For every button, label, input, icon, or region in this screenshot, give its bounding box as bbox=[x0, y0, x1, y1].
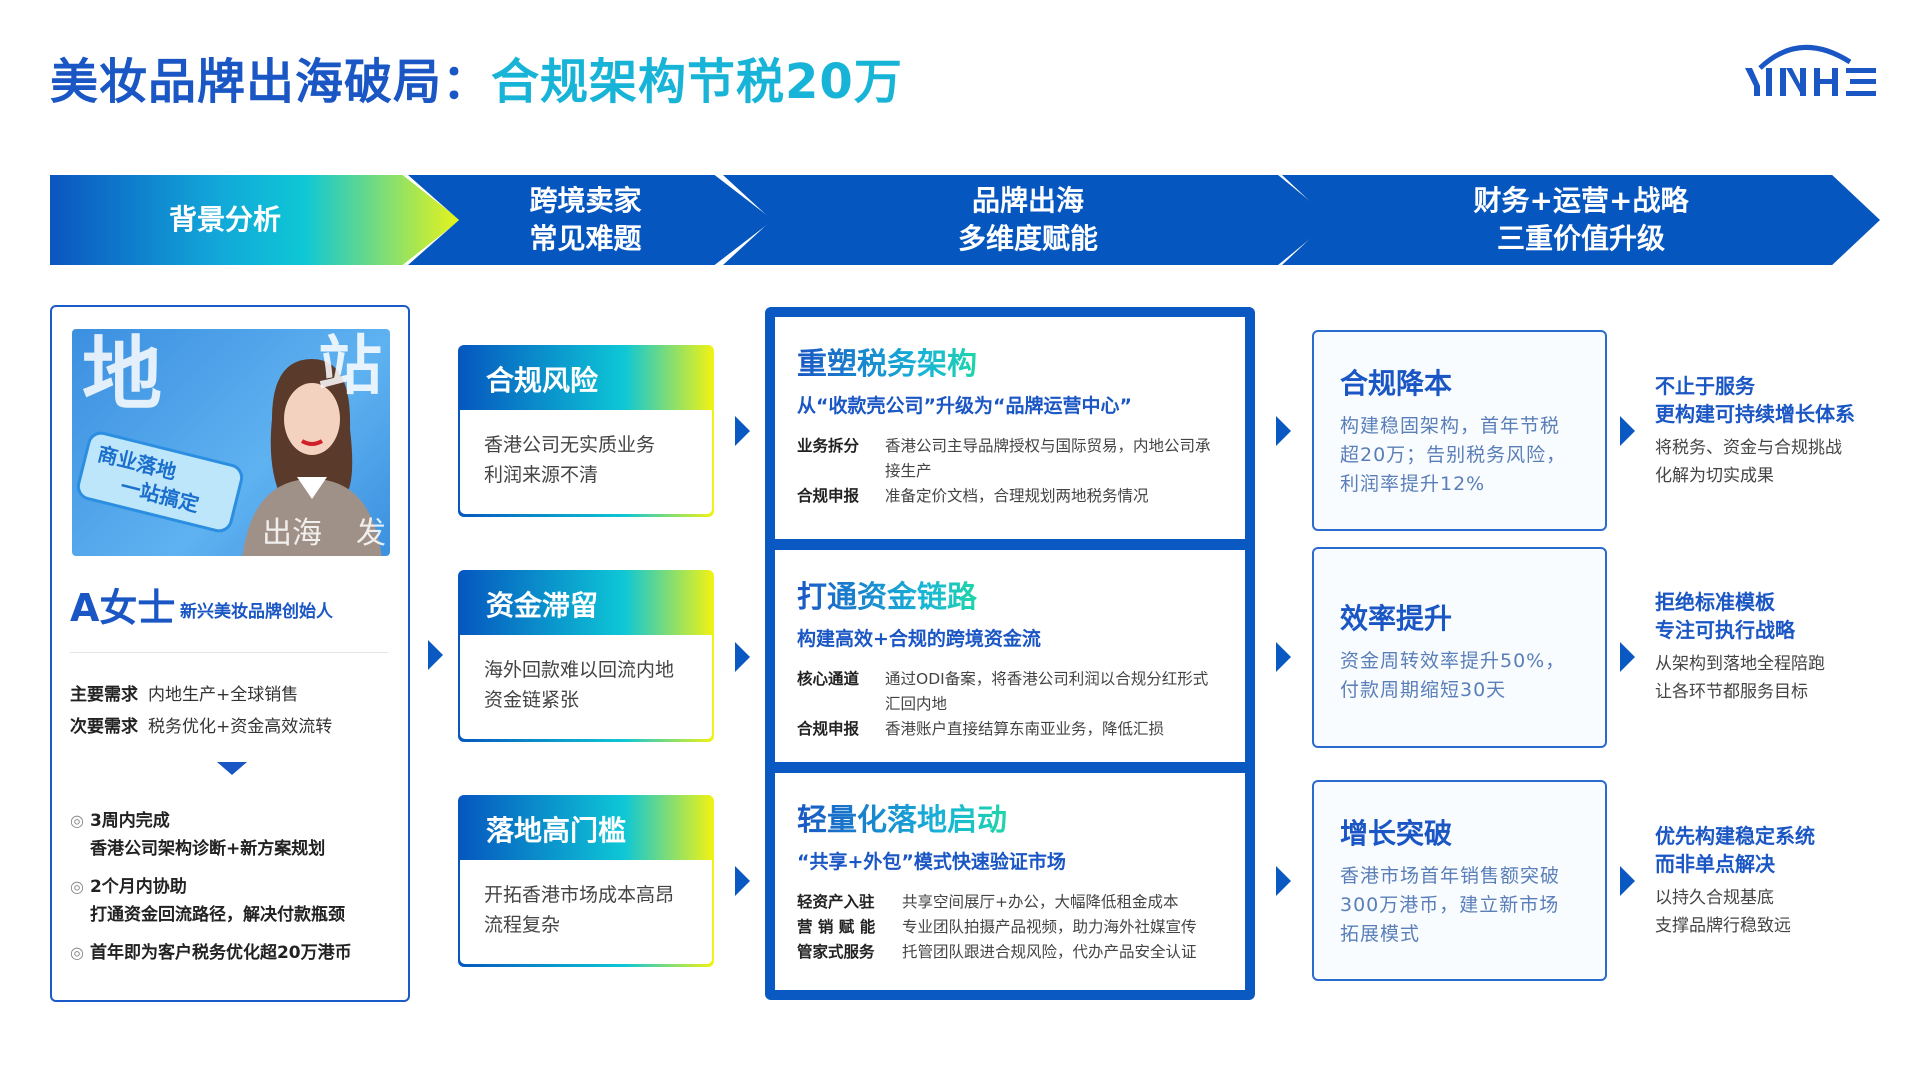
arrow-right-icon bbox=[735, 642, 750, 672]
photo-bg-text: 出海 bbox=[262, 516, 322, 551]
circle-icon: ◎ bbox=[70, 943, 84, 962]
problem-card: 资金滞留海外回款难以回流内地资金链紧张 bbox=[458, 570, 714, 742]
arrow-right-icon bbox=[1620, 642, 1635, 672]
achievement-item: ◎3周内完成香港公司架构诊断+新方案规划 bbox=[70, 807, 325, 863]
strategy-point: 不止于服务更构建可持续增长体系将税务、资金与合规挑战化解为切实成果 bbox=[1655, 374, 1855, 486]
solution-section: 轻量化落地启动 “共享+外包”模式快速验证市场 轻资产入驻共享空间展厅+办公，大… bbox=[775, 773, 1245, 990]
triangle-down-icon bbox=[217, 762, 247, 775]
banner-step-value: 财务+运营+战略三重价值升级 bbox=[1282, 175, 1880, 265]
circle-icon: ◎ bbox=[70, 811, 84, 830]
person-illustration bbox=[242, 359, 382, 556]
banner-step-empowerment: 品牌出海多维度赋能 bbox=[723, 175, 1333, 265]
solution-section: 打通资金链路 构建高效+合规的跨境资金流 核心通道通过ODI备案，将香港公司利润… bbox=[775, 550, 1245, 762]
arrow-right-icon bbox=[428, 640, 443, 670]
yinhe-logo bbox=[1745, 44, 1876, 96]
solutions-panel: 重塑税务架构 从“收款壳公司”升级为“品牌运营中心” 业务拆分香港公司主导品牌授… bbox=[765, 307, 1255, 1000]
strategy-point: 拒绝标准模板专注可执行战略从架构到落地全程陪跑让各环节都服务目标 bbox=[1655, 590, 1825, 702]
photo-bg-text: 地 bbox=[82, 329, 162, 421]
value-card: 效率提升资金周转效率提升50%，付款周期缩短30天 bbox=[1312, 547, 1607, 748]
client-name: A女士 bbox=[70, 586, 176, 630]
photo-bg-text: 发 bbox=[356, 516, 386, 551]
divider bbox=[70, 652, 388, 653]
need-primary: 主要需求内地生产+全球销售 bbox=[70, 685, 299, 705]
solution-section: 重塑税务架构 从“收款壳公司”升级为“品牌运营中心” 业务拆分香港公司主导品牌授… bbox=[775, 317, 1245, 539]
banner-step-problems: 跨境卖家常见难题 bbox=[408, 175, 773, 265]
arrow-right-icon bbox=[1276, 642, 1291, 672]
need-secondary: 次要需求税务优化+资金高效流转 bbox=[70, 717, 333, 737]
promo-sign: 商业落地一站搞定 bbox=[73, 428, 247, 536]
circle-icon: ◎ bbox=[70, 877, 84, 896]
client-photo: 商业落地一站搞定 地 站 出海 发 bbox=[72, 329, 390, 556]
client-role: 新兴美妆品牌创始人 bbox=[180, 602, 333, 622]
problem-card: 落地高门槛开拓香港市场成本高昂流程复杂 bbox=[458, 795, 714, 967]
client-profile-card: 商业落地一站搞定 地 站 出海 发 A女士 新兴美妆品牌创始人 主要需求内地生产… bbox=[50, 305, 410, 1002]
problem-card: 合规风险香港公司无实质业务利润来源不清 bbox=[458, 345, 714, 517]
arrow-right-icon bbox=[1620, 866, 1635, 896]
arrow-right-icon bbox=[1276, 866, 1291, 896]
banner-step-background: 背景分析 bbox=[50, 175, 460, 265]
arrow-right-icon bbox=[1620, 416, 1635, 446]
strategy-point: 优先构建稳定系统而非单点解决以持久合规基底支撑品牌行稳致远 bbox=[1655, 824, 1815, 936]
value-card: 合规降本构建稳固架构，首年节税超20万；告别税务风险，利润率提升12% bbox=[1312, 330, 1607, 531]
value-card: 增长突破香港市场首年销售额突破300万港币，建立新市场拓展模式 bbox=[1312, 780, 1607, 981]
arrow-right-icon bbox=[735, 866, 750, 896]
photo-bg-text: 站 bbox=[318, 330, 382, 404]
achievement-item: ◎首年即为客户税务优化超20万港币 bbox=[70, 939, 352, 967]
arrow-right-icon bbox=[1276, 416, 1291, 446]
page-title: 美妆品牌出海破局：合规架构节税20万 bbox=[50, 54, 903, 110]
achievement-item: ◎2个月内协助打通资金回流路径，解决付款瓶颈 bbox=[70, 873, 345, 929]
arrow-right-icon bbox=[735, 416, 750, 446]
